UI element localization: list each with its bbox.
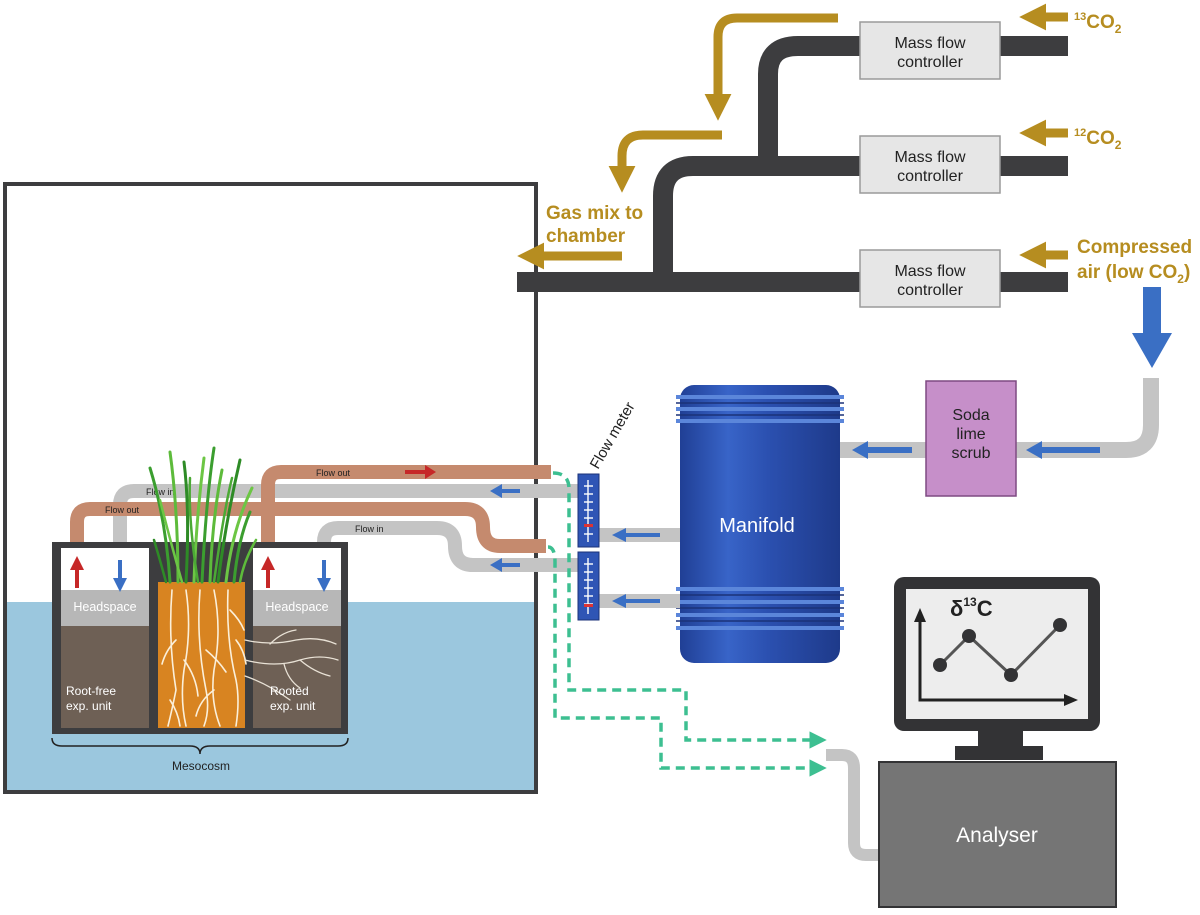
- plant-roots: [161, 589, 247, 727]
- arrow-mix-down-1: [704, 13, 838, 121]
- mass-flow-controller-2: Mass flow controller: [859, 135, 1001, 194]
- label-12co2: 12CO2: [1074, 127, 1122, 152]
- pipe-air-to-scrub: [1016, 378, 1159, 458]
- red-arrow-right-unit: [261, 556, 275, 588]
- blue-arrow-manifold-out-2: [612, 594, 660, 608]
- analyser: Analyser: [878, 761, 1117, 908]
- soda-line1: Soda: [952, 407, 989, 424]
- root-free-line1: Root-free: [66, 684, 116, 698]
- label-compressed-air-line2: air (low CO2): [1077, 262, 1190, 286]
- branch-pipe-13co2: [758, 36, 1068, 166]
- mfc-1-line1: Mass flow: [894, 35, 966, 52]
- label-flow-out-left: Flow out: [105, 505, 140, 515]
- label-gas-mix-line1: Gas mix to: [546, 203, 643, 224]
- sample-line-2: [547, 545, 827, 777]
- mass-flow-controller-1: Mass flow controller: [859, 21, 1001, 80]
- blue-arrow-flow-in-top: [490, 484, 520, 498]
- blue-arrow-manifold-out-1: [612, 528, 660, 542]
- manifold-out-pipes: [599, 528, 680, 608]
- grass-blades: [148, 446, 258, 584]
- arrow-mix-down-2: [608, 130, 722, 193]
- label-13co2: 13CO2: [1074, 11, 1122, 36]
- blue-arrow-to-scrub: [1026, 441, 1100, 459]
- analyser-label: Analyser: [956, 824, 1038, 847]
- rooted-unit-roots: [244, 629, 339, 701]
- flow-meter-label: Flow meter: [587, 399, 639, 472]
- sample-lines: [547, 471, 827, 777]
- headspace-right-label: Headspace: [265, 600, 328, 614]
- mesocosm-brace: [51, 737, 349, 755]
- flow-out-left-tube: [70, 502, 546, 582]
- mesocosm: Headspace Headspace Root-free exp. unit …: [51, 446, 349, 773]
- soda-line3: scrub: [951, 445, 990, 462]
- branch-pipe-12co2: [653, 156, 1068, 282]
- label-flow-out-top: Flow out: [316, 468, 351, 478]
- pipe-to-analyser: [826, 749, 880, 861]
- mini-plot: δ13C: [914, 595, 1078, 706]
- delta-13c-label: δ13C: [950, 595, 993, 621]
- blue-arrow-to-manifold: [852, 441, 912, 459]
- flow-out-tubes: [70, 465, 551, 582]
- headspace-left-label: Headspace: [73, 600, 136, 614]
- label-compressed-air-line1: Compressed: [1077, 237, 1192, 258]
- blue-arrow-air-down: [1132, 287, 1172, 368]
- red-arrow-left-unit: [70, 556, 84, 588]
- mass-flow-controller-3: Mass flow controller: [859, 249, 1001, 308]
- label-flow-in-left: Flow in: [146, 487, 175, 497]
- mfc-3-line2: controller: [897, 282, 963, 299]
- mfc-2-line2: controller: [897, 168, 963, 185]
- flow-out-right-tube: [261, 465, 551, 582]
- blue-arrow-left-unit: [113, 560, 127, 592]
- mesocosm-label: Mesocosm: [172, 759, 230, 773]
- flow-meter: Flow meter: [577, 399, 639, 621]
- gold-flow-arrows: [517, 3, 1068, 270]
- label-gas-mix-line2: chamber: [546, 226, 626, 247]
- left-soil: [61, 626, 149, 728]
- label-flow-in-right: Flow in: [355, 524, 384, 534]
- manifold-drum: Manifold: [676, 385, 844, 663]
- flow-in-right-tube: [317, 521, 578, 582]
- sample-line-1: [552, 471, 827, 749]
- soda-lime-scrub: Soda lime scrub: [925, 380, 1017, 497]
- rooted-line2: exp. unit: [270, 699, 316, 713]
- mfc-1-line2: controller: [897, 54, 963, 71]
- soda-line2: lime: [956, 426, 985, 443]
- blue-arrow-right-unit: [317, 560, 331, 592]
- manifold-label: Manifold: [719, 515, 795, 537]
- rooted-line1: Rooted: [270, 684, 309, 698]
- monitor: δ13C: [894, 577, 1100, 760]
- mfc-2-line1: Mass flow: [894, 149, 966, 166]
- root-free-line2: exp. unit: [66, 699, 112, 713]
- red-arrow-flow-out: [405, 465, 436, 479]
- mfc-3-line1: Mass flow: [894, 263, 966, 280]
- blue-arrow-flow-in-bottom: [490, 558, 520, 572]
